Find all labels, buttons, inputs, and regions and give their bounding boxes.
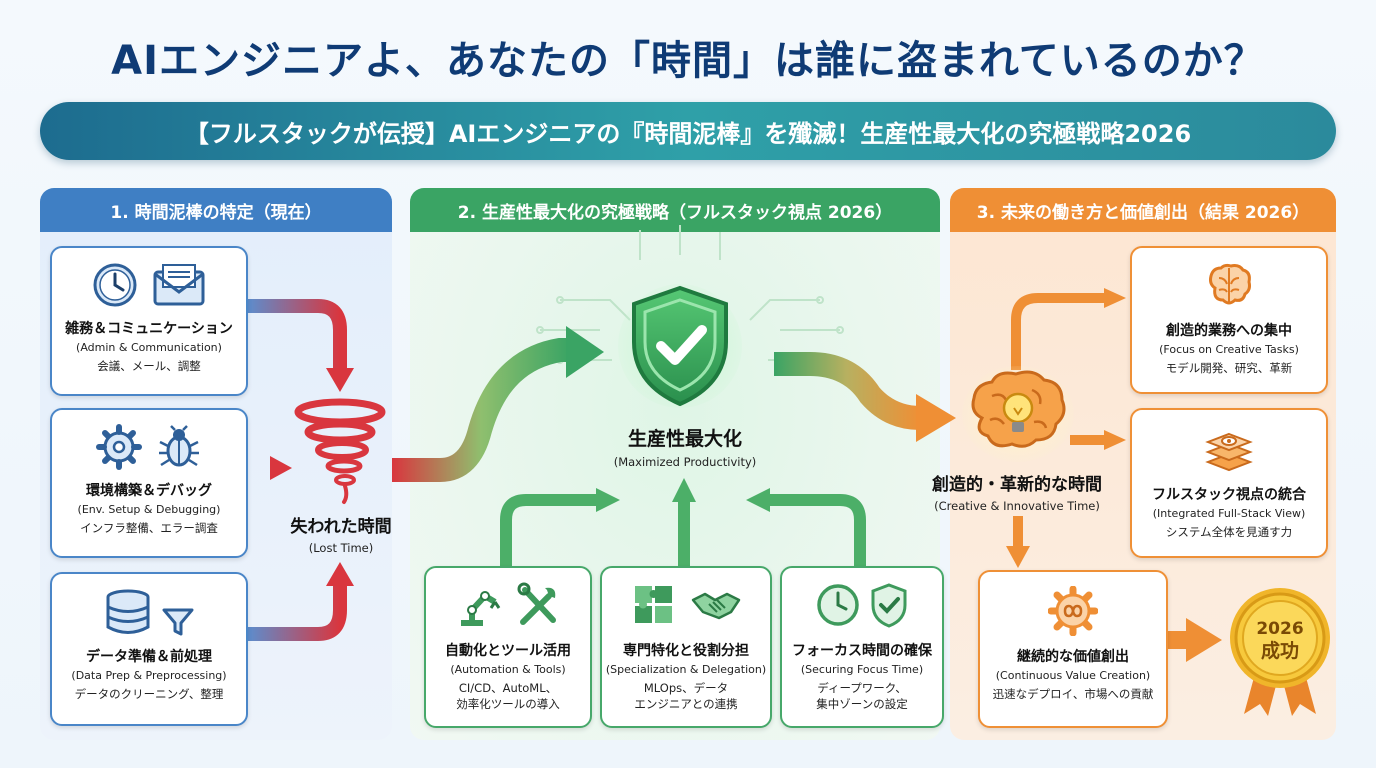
lost-time-hub: 失われた時間 (Lost Time) [266,512,416,555]
creative-time-title: 創造的・革新的な時間 [932,475,1102,495]
card-title: データ準備＆前処理 [86,649,212,665]
database-icon [106,589,150,634]
lost-time-subtitle: (Lost Time) [308,541,374,555]
card-specialization-delegation: 専門特化と役割分担 (Specialization & Delegation) … [600,566,772,728]
card-description-line1: MLOps、データ [643,681,729,695]
card-subtitle: (Securing Focus Time) [800,663,924,676]
card-description: ディープワーク、 集中ゾーンの設定 [782,680,942,712]
card-admin-communication: 雑務＆コミュニケーション (Admin & Communication) 会議、… [50,246,248,396]
gear-icon [96,424,142,470]
section-current-header: 1. 時間泥棒の特定（現在） [40,188,392,232]
lost-time-title: 失われた時間 [290,517,392,537]
card-description-line1: CI/CD、AutoML、 [458,681,558,695]
handshake-icon [691,592,741,620]
card-title: フルスタック視点の統合 [1152,487,1306,503]
card-title: 創造的業務への集中 [1166,323,1292,339]
card-description-line2: エンジニアとの連携 [634,697,738,711]
card-description-line2: 集中ゾーンの設定 [816,697,908,711]
card-title: 雑務＆コミュニケーション [65,321,233,337]
layers-icon [1205,432,1253,472]
infinity-gear-icon [1048,586,1098,636]
card-description: MLOps、データ エンジニアとの連携 [602,680,770,712]
card-title: 継続的な価値創出 [1017,649,1129,665]
section-strategy-header: 2. 生産性最大化の究極戦略（フルスタック視点 2026） [410,188,940,232]
page-title: AIエンジニアよ、あなたの「時間」は誰に盗まれているのか？ [111,38,1265,84]
shield-check-icon [871,583,907,628]
card-env-debugging: 環境構築＆デバッグ (Env. Setup & Debugging) インフラ整… [50,408,248,558]
clock-icon [93,263,137,307]
card-title: 環境構築＆デバッグ [86,483,212,499]
card-description: モデル開発、研究、革新 [1165,361,1293,375]
card-subtitle: (Focus on Creative Tasks) [1159,343,1299,356]
bug-icon [159,425,199,467]
card-title: 自動化とツール活用 [445,643,571,659]
creative-time-subtitle: (Creative & Innovative Time) [934,499,1100,513]
card-subtitle: (Env. Setup & Debugging) [77,503,221,516]
productivity-subtitle: (Maximized Productivity) [613,455,757,469]
card-fullstack-view: フルスタック視点の統合 (Integrated Full-Stack View)… [1130,408,1328,558]
funnel-icon [162,608,194,636]
productivity-hub: 生産性最大化 (Maximized Productivity) [590,424,780,469]
card-subtitle: (Data Prep & Preprocessing) [71,669,227,682]
envelope-icon [153,264,205,306]
card-description: インフラ整備、エラー調査 [80,521,218,535]
card-description-line2: 効率化ツールの導入 [456,697,560,711]
medal-year: 2026 [1256,619,1304,639]
card-description: 会議、メール、調整 [97,359,201,373]
card-subtitle: (Automation & Tools) [450,663,566,676]
brain-bulb-icon [962,366,1074,462]
medal-label: 成功 [1260,640,1299,662]
puzzle-icon [635,586,672,623]
card-automation-tools: 自動化とツール活用 (Automation & Tools) CI/CD、Aut… [424,566,592,728]
creative-time-hub: 創造的・革新的な時間 (Creative & Innovative Time) [910,470,1124,513]
productivity-title: 生産性最大化 [627,428,742,450]
card-title: 専門特化と役割分担 [623,643,749,659]
card-description: CI/CD、AutoML、 効率化ツールの導入 [426,680,590,712]
clock-icon [817,584,859,626]
subtitle-banner: 【フルスタックが伝授】AIエンジニアの『時間泥棒』を殲滅！生産性最大化の究極戦略… [40,102,1336,160]
card-description: データのクリーニング、整理 [74,687,224,701]
card-description-line1: ディープワーク、 [817,681,907,695]
card-subtitle: (Specialization & Delegation) [605,663,767,676]
robot-arm-icon [461,591,501,626]
card-focus-time: フォーカス時間の確保 (Securing Focus Time) ディープワーク… [780,566,944,728]
card-description: システム全体を見通す力 [1165,525,1293,539]
card-subtitle: (Integrated Full-Stack View) [1152,507,1306,520]
card-data-prep: データ準備＆前処理 (Data Prep & Preprocessing) デー… [50,572,248,726]
medal-icon [1230,588,1330,716]
tornado-icon [294,398,386,504]
section-future-header: 3. 未来の働き方と価値創出（結果 2026） [950,188,1336,232]
tools-icon [517,582,556,625]
brain-icon [1209,263,1251,305]
card-creative-focus: 創造的業務への集中 (Focus on Creative Tasks) モデル開… [1130,246,1328,394]
success-medal: 2026 成功 [1226,586,1334,718]
card-subtitle: (Admin & Communication) [76,341,222,354]
card-subtitle: (Continuous Value Creation) [995,669,1151,682]
card-value-creation: 継続的な価値創出 (Continuous Value Creation) 迅速な… [978,570,1168,728]
card-description: 迅速なデプロイ、市場への貢献 [992,687,1154,701]
card-title: フォーカス時間の確保 [792,643,932,659]
shield-check-icon [618,284,742,408]
